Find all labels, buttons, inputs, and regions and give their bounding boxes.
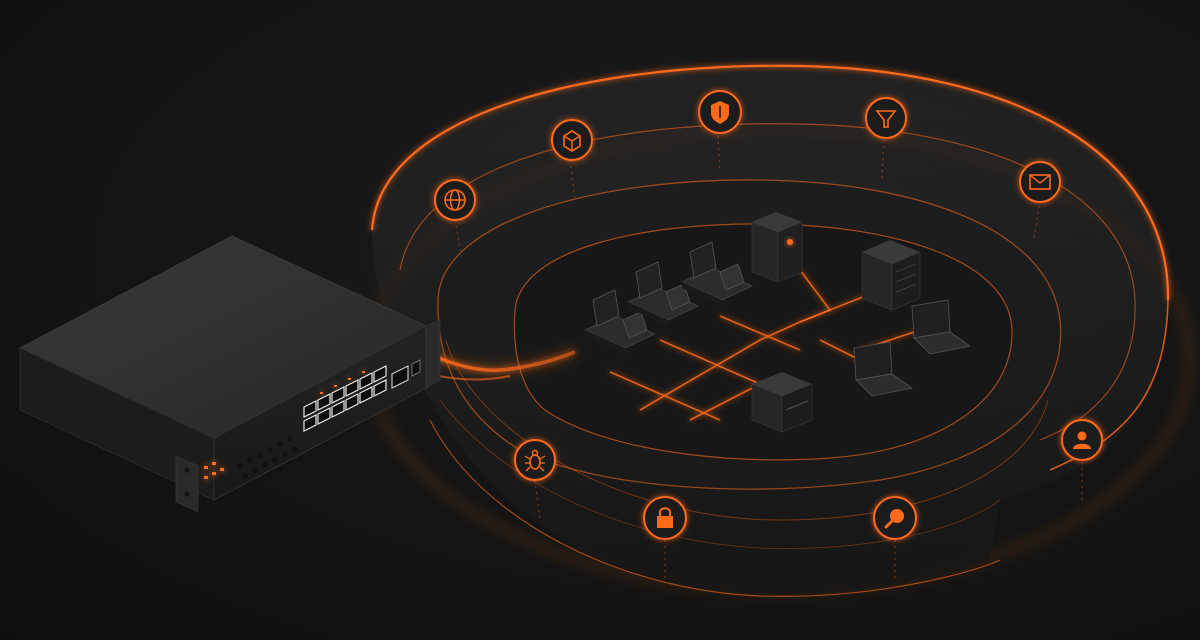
box-shield-icon — [551, 119, 593, 161]
pos-terminal — [627, 261, 699, 326]
pos-terminal — [584, 289, 656, 354]
laptop — [911, 299, 971, 355]
globe-icon — [434, 179, 476, 221]
security-gateway — [19, 235, 441, 513]
lock-icon — [643, 496, 687, 540]
network-traces — [609, 269, 921, 421]
pos-terminal — [681, 241, 753, 306]
sfp-port — [391, 359, 421, 389]
user-icon — [1061, 419, 1103, 461]
ring-icons — [434, 90, 1103, 540]
ethernet-ports — [303, 365, 387, 432]
mail-icon — [1019, 161, 1061, 203]
filter-icon — [865, 97, 907, 139]
port-leds — [320, 371, 365, 394]
printer — [751, 372, 813, 433]
status-leds — [204, 462, 224, 479]
bug-icon — [514, 439, 556, 481]
laptop — [853, 341, 913, 397]
vent-grille — [237, 436, 303, 489]
shield-icon — [698, 90, 742, 134]
search-icon — [873, 496, 917, 540]
server — [751, 212, 803, 283]
server — [861, 240, 921, 311]
